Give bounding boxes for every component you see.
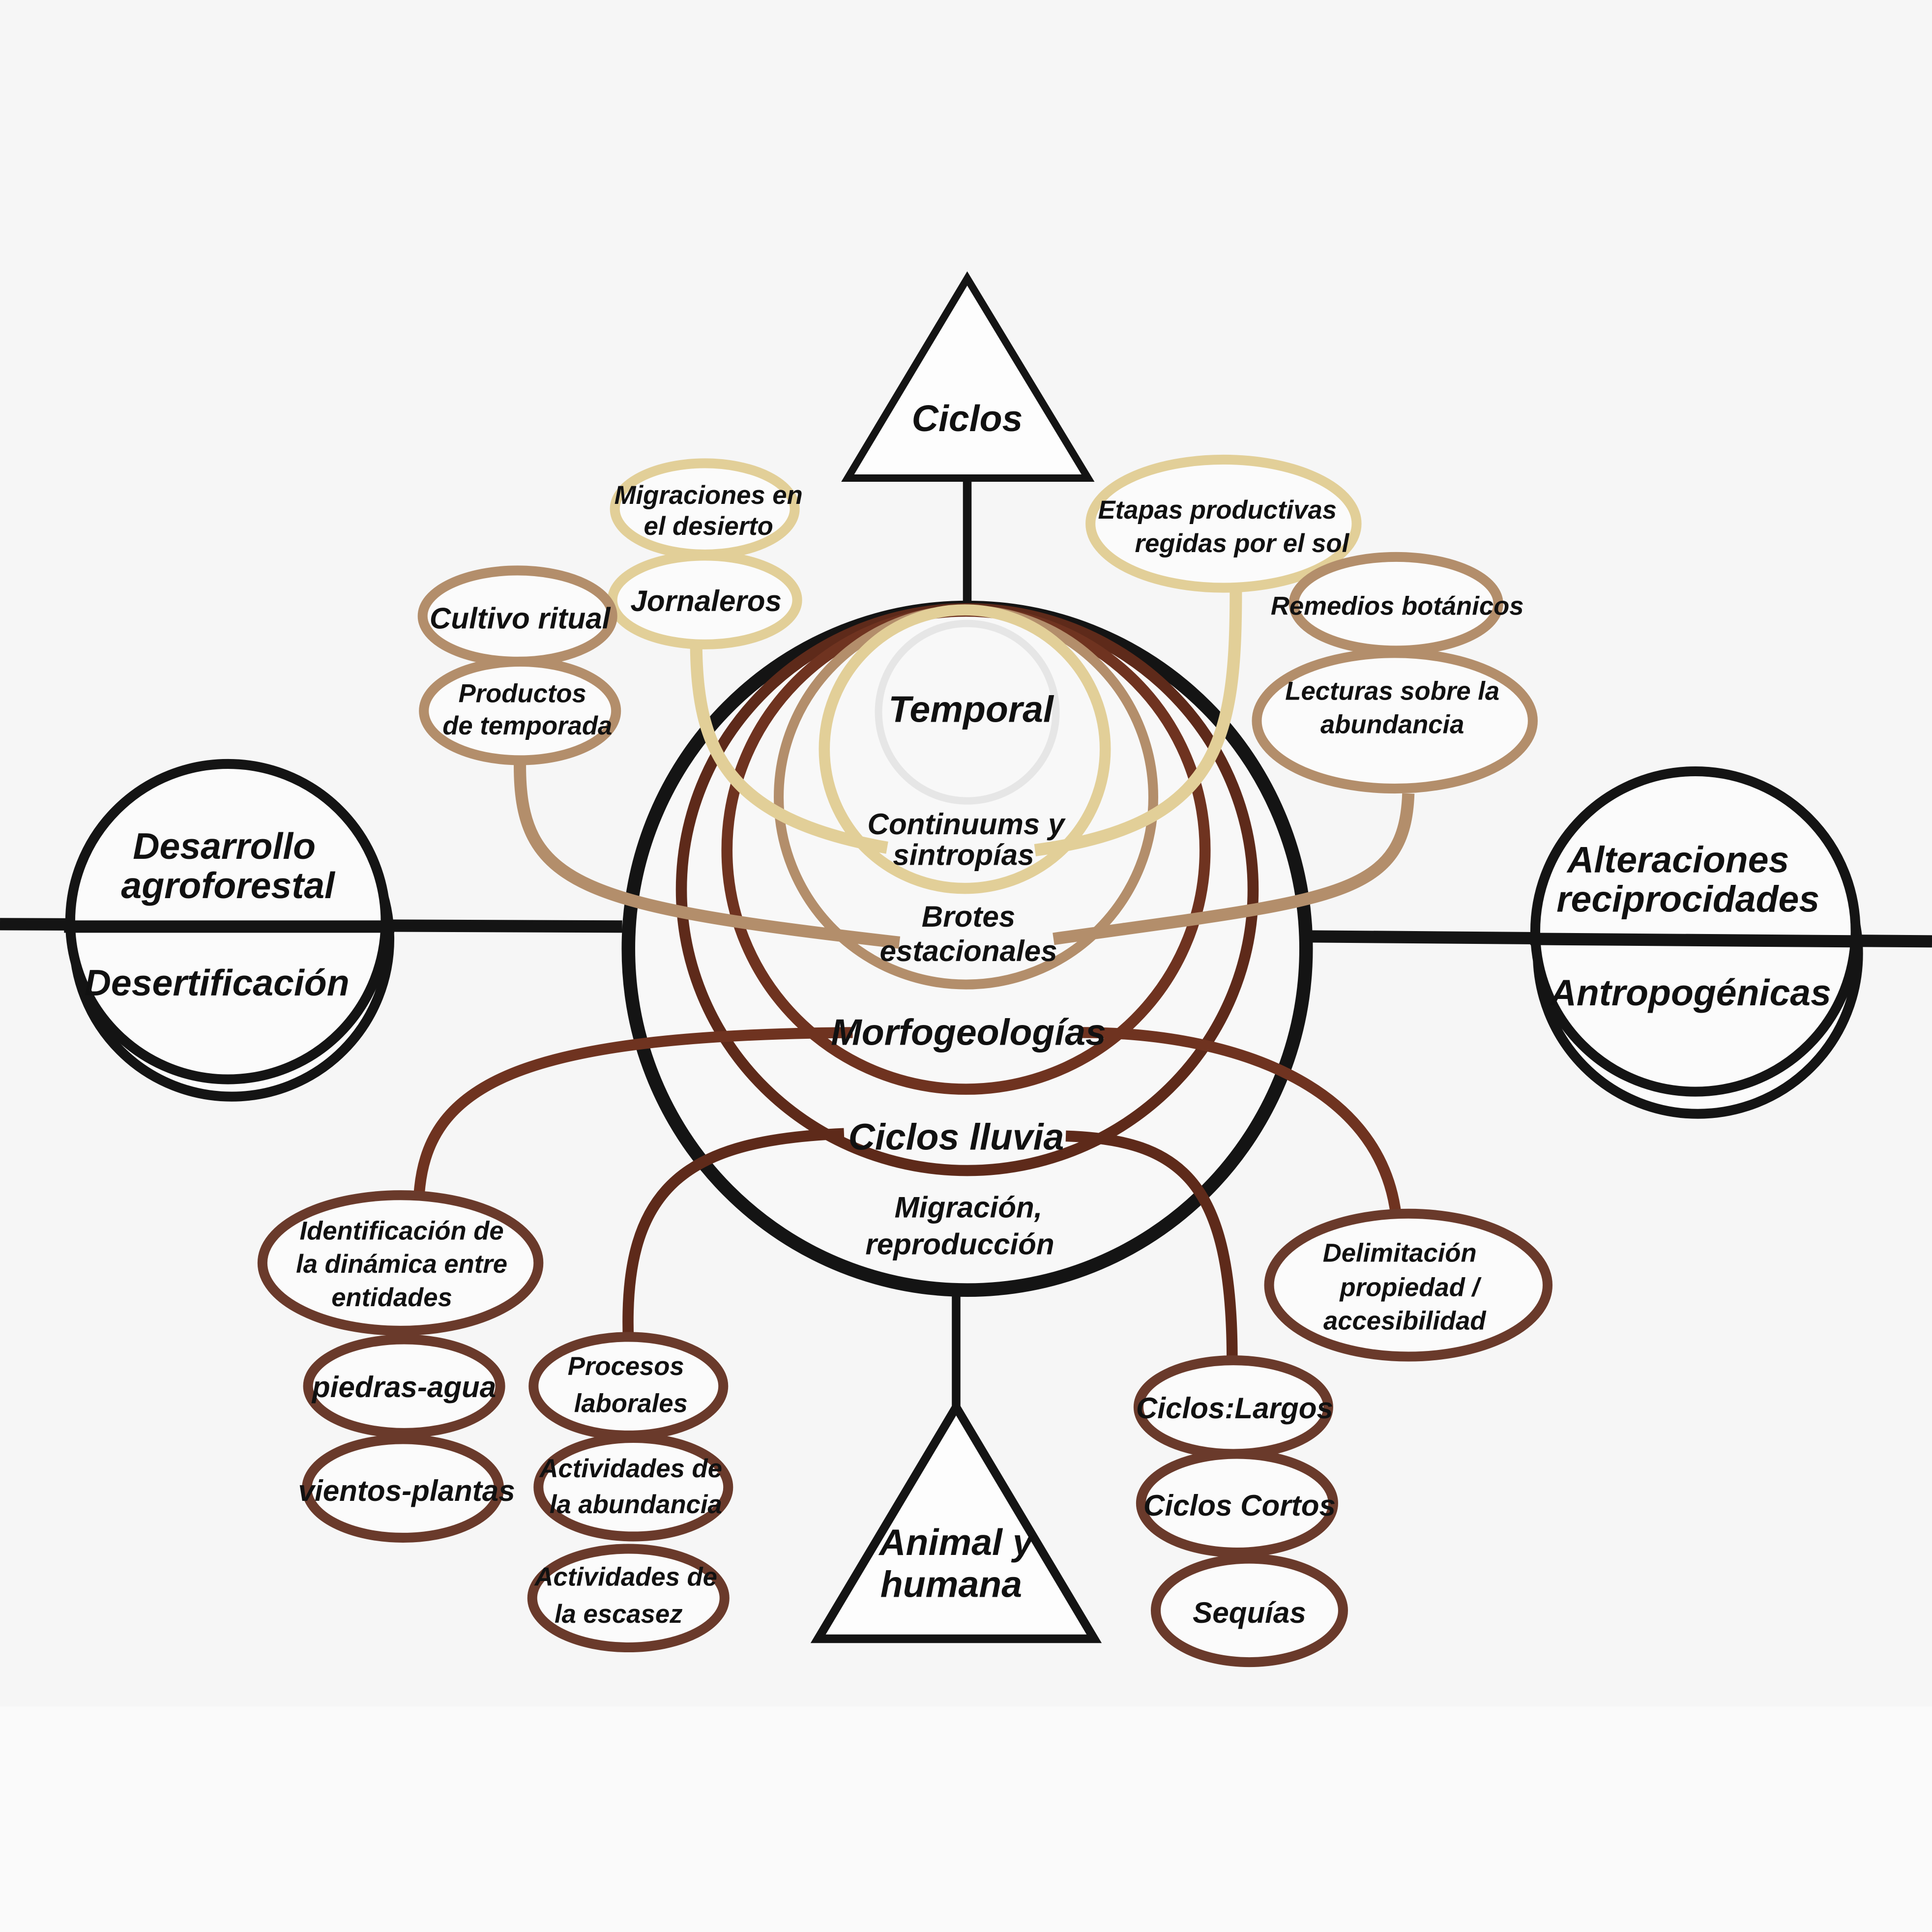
layer-continuums [819,604,1111,894]
label-temporal: Temporal [888,689,1054,730]
node-actividades-escasez [527,1544,730,1653]
node-cultivo-label: Cultivo ritual [430,602,611,635]
node-etapas [1085,454,1362,593]
node-cortos-label: Ciclos Cortos [1143,1489,1336,1522]
rust-connector-right [1082,1027,1402,1216]
layer-temporal [875,619,1060,805]
triangle-label-ciclos: Ciclos [912,398,1023,439]
rain-connector-right [1065,1130,1238,1361]
node-delimitacion [1264,1208,1553,1362]
node-vientos-plantas [302,1434,504,1543]
node-ciclos-cortos [1136,1449,1338,1558]
node-identificacion [257,1190,544,1336]
gold-connector-left [690,641,888,854]
floor-area [0,1706,1932,1932]
tan-connector-right [1053,793,1415,945]
node-lecturas [1252,648,1538,794]
node-jornaleros-label: Jornaleros [630,585,782,617]
right-circle-divider [1530,933,1861,948]
right-circle-bottom-label: Antropogénicas [1549,972,1831,1013]
label-morfogeologias: Morfogeologías [831,1011,1106,1053]
node-actividades-abundancia [533,1433,733,1542]
right-circle-front [1530,766,1861,1097]
node-remedios-label: Remedios botánicos [1271,592,1524,621]
node-sequias-label: Sequías [1193,1596,1306,1629]
node-vientos-label: vientos-plantas [298,1474,515,1507]
tan-connector-left [514,759,901,949]
node-piedras-label: piedras-agua [311,1371,496,1404]
node-largos-label: Ciclos:Largos [1136,1392,1333,1425]
gold-connector-right [1034,591,1242,856]
node-piedras-agua [303,1334,505,1438]
node-sequias [1150,1553,1348,1668]
bottom-triangle [810,1399,1102,1643]
node-jornaleros [607,551,802,649]
rain-connector-left [622,1128,845,1341]
label-ciclos-lluvia: Ciclos lluvia [849,1116,1064,1157]
top-triangle [841,271,1095,482]
label-migracion: Migración,reproducción [865,1191,1054,1260]
rust-connector-left [413,1027,853,1198]
node-productos [419,656,621,765]
left-circle-bottom-label: Desertificación [85,962,350,1003]
